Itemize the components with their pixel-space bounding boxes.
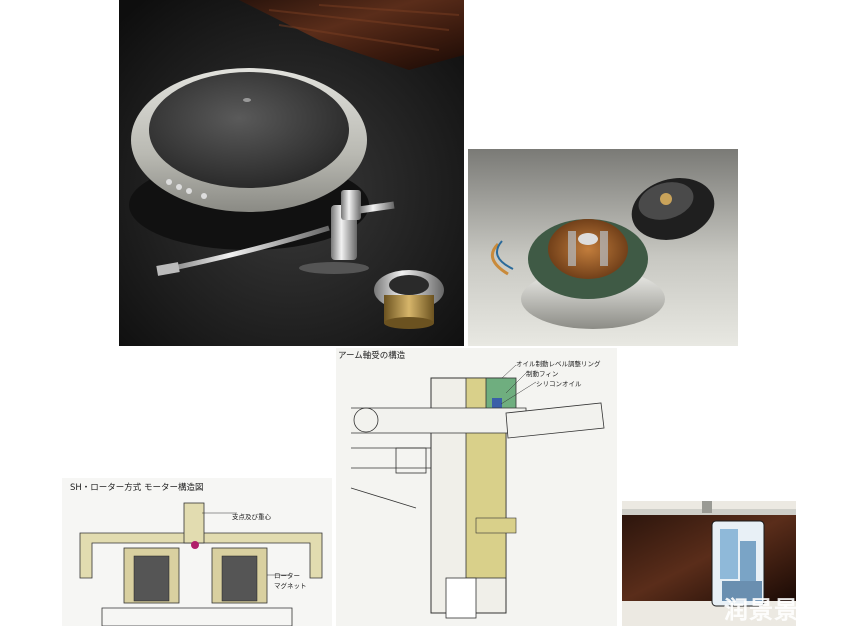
arm-pipe: [351, 407, 527, 434]
arm-bearing-drawing: [350, 364, 605, 619]
callout-damping-fin: 制動フィン: [526, 370, 559, 378]
control-button: [186, 188, 192, 194]
plinth-section: [622, 511, 796, 601]
cutaway-photo: [622, 501, 796, 626]
arm-diagram-title: アーム軸受の構造: [338, 351, 406, 361]
spindle: [183, 502, 205, 544]
pivot-point: [191, 541, 199, 549]
motor-diagram-title: SH・ローター方式 モーター構造図: [70, 483, 204, 493]
callout-magnet: マグネット: [274, 582, 307, 590]
callout-oil-ring: オイル制動レベル調整リング: [516, 360, 601, 368]
control-button: [166, 179, 172, 185]
motor-structure-drawing: [79, 502, 323, 626]
turntable-illustration: [119, 0, 464, 346]
wires: [490, 242, 509, 276]
watermark: 润景景: [724, 596, 799, 624]
headshell: [156, 262, 180, 276]
callout-rotor: ローター: [274, 572, 300, 580]
callout-silicone-oil: シリコンオイル: [536, 380, 582, 388]
motor-photo: [468, 149, 738, 346]
motor-illustration: [468, 149, 738, 346]
silicone-oil: [492, 398, 502, 408]
arm-bearing-diagram: アーム軸受の構造 オイル制動レベル調整リング 制動フィン シリコンオイル: [336, 348, 617, 626]
control-button: [201, 193, 207, 199]
callout-pivot: 支点及び重心: [232, 513, 271, 521]
wood-plinth: [239, 0, 464, 70]
stator-coils: [548, 219, 628, 279]
tonearm-tube: [163, 225, 330, 273]
control-button: [176, 184, 182, 190]
motor-structure-diagram: SH・ローター方式 モーター構造図 支点及び重心 ローター マグネット: [62, 478, 332, 626]
platter-mat: [149, 72, 349, 188]
turntable-photo: [119, 0, 464, 346]
cutaway-illustration: [622, 501, 796, 626]
